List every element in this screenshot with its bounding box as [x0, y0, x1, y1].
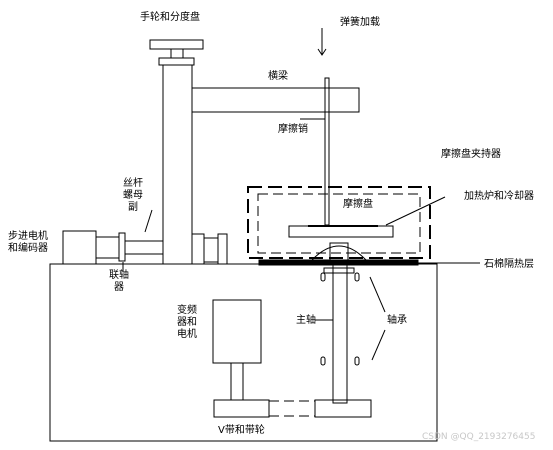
label-bearing: 轴承 — [387, 315, 407, 326]
crossbeam — [191, 87, 360, 113]
label-stepper-line2: 和编码器 — [8, 243, 48, 254]
pulley-left — [213, 399, 270, 418]
label-asbestos: 石棉隔热层 — [484, 259, 534, 270]
column — [162, 64, 193, 265]
label-crossbeam: 横梁 — [268, 71, 288, 82]
watermark: CSDN @QQ_2193276455 — [422, 432, 536, 442]
pulley-right — [314, 399, 372, 418]
friction-disc — [288, 225, 394, 238]
nut-right-3 — [217, 233, 228, 265]
spring-load-arrowhead — [317, 48, 327, 56]
base-frame — [49, 263, 438, 442]
label-handwheel: 手轮和分度盘 — [140, 12, 200, 23]
heater-outer — [247, 186, 431, 259]
heater-inner — [257, 193, 421, 254]
coupling-body — [95, 236, 120, 259]
label-heater-cooler: 加热炉和冷却器 — [464, 191, 534, 202]
coupling-flange — [118, 232, 126, 262]
label-disc-holder: 摩擦盘夹持器 — [441, 149, 501, 160]
label-friction-pin: 摩擦销 — [278, 124, 308, 135]
friction-pin — [324, 77, 330, 226]
label-main-shaft: 主轴 — [296, 315, 316, 326]
label-coupling: 联轴器 — [109, 270, 129, 293]
inverter-box — [212, 299, 262, 364]
label-spring-load: 弹簧加载 — [340, 17, 380, 28]
label-inverter-motor: 变频器和电机 — [177, 305, 197, 340]
main-shaft — [332, 264, 348, 404]
screw-shaft — [124, 240, 164, 255]
stepper-motor — [62, 230, 97, 265]
asbestos-layer — [258, 259, 419, 266]
label-vbelt: V带和带轮 — [218, 425, 265, 436]
nut-right-1 — [191, 233, 205, 265]
spindle-cup — [311, 245, 367, 261]
disc-base — [329, 242, 349, 261]
label-friction-disc: 摩擦盘 — [343, 199, 373, 210]
shaft-collar — [323, 267, 355, 274]
nut-right-2 — [203, 237, 219, 263]
handwheel-plate — [149, 39, 204, 50]
handwheel-hub — [170, 48, 184, 59]
label-screw-nut: 丝杆螺母副 — [123, 178, 143, 213]
column-top — [158, 57, 195, 66]
label-stepper-line1: 步进电机 — [8, 231, 48, 242]
